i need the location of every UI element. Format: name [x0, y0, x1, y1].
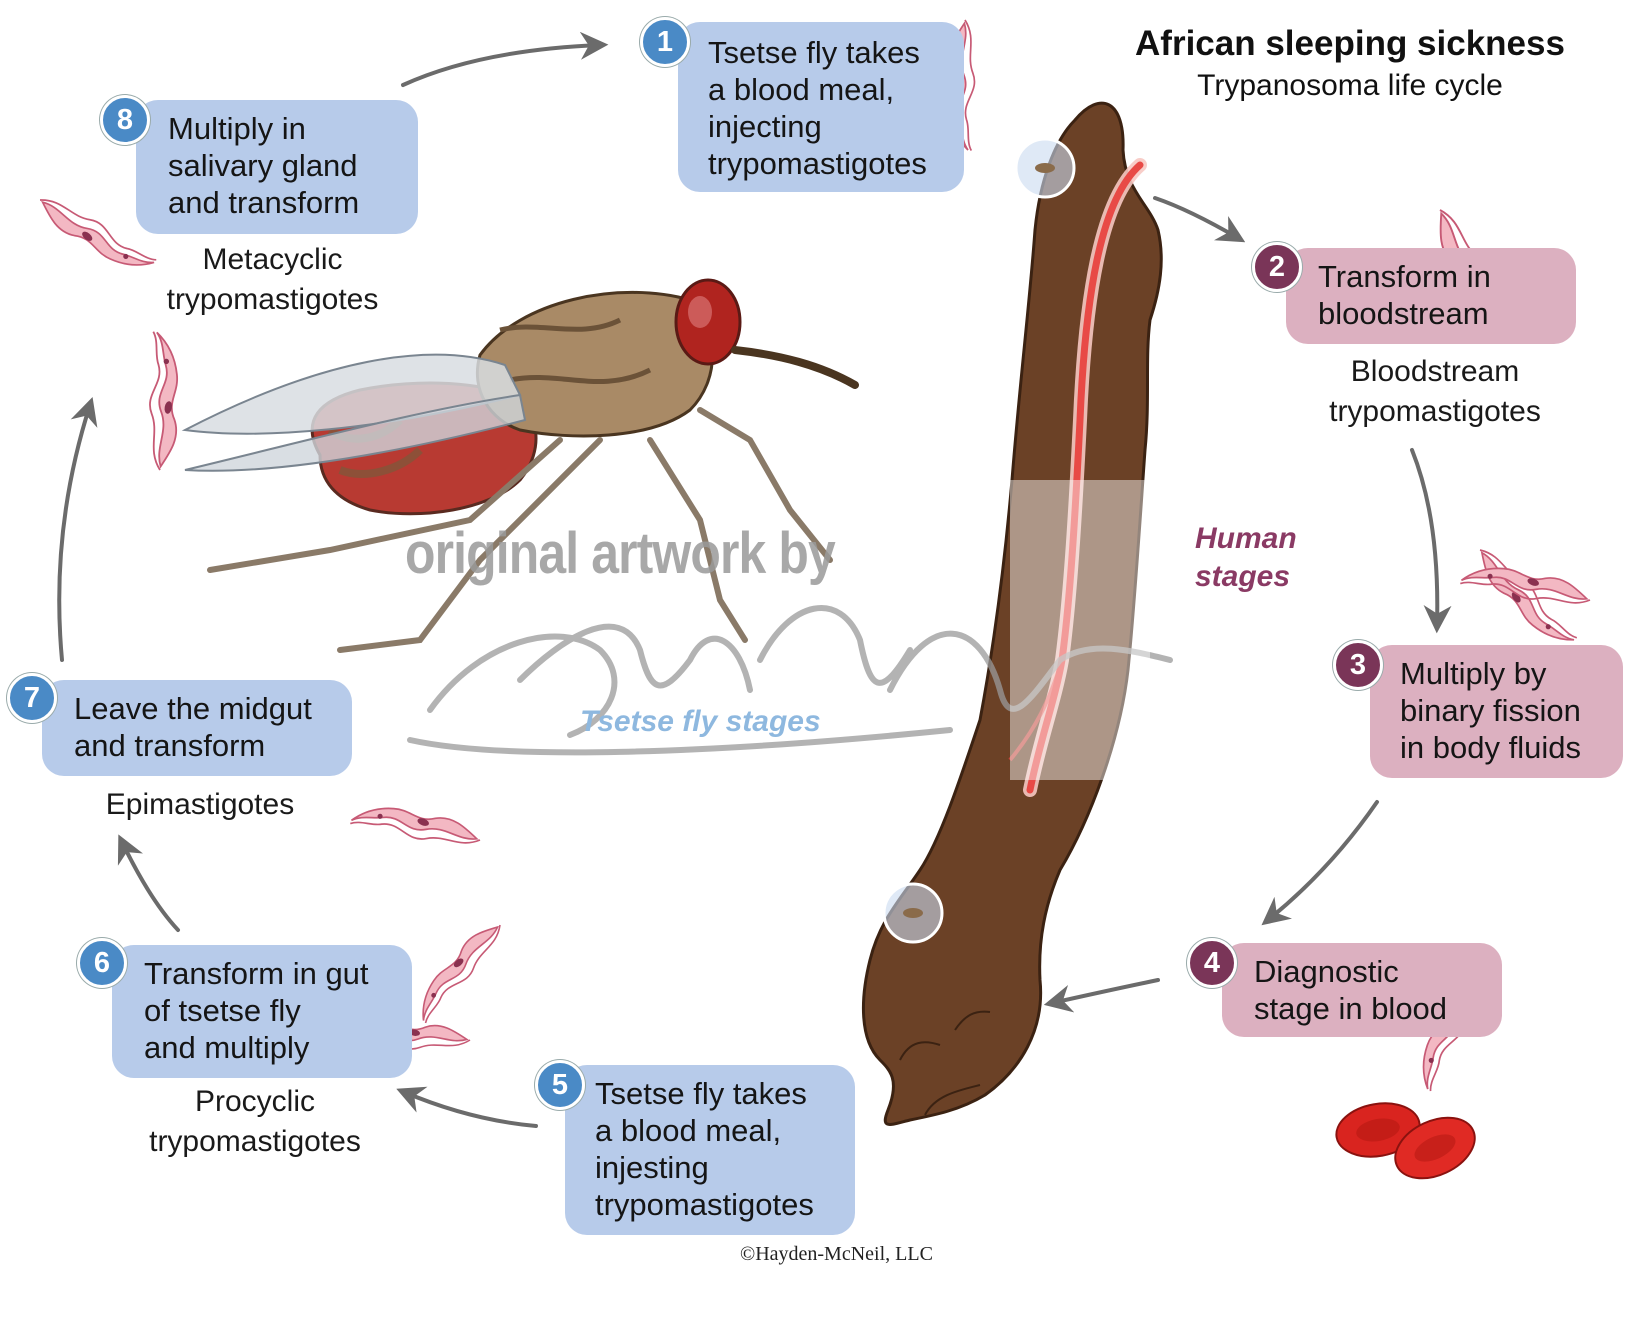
- trypanosome-icon: [401, 917, 519, 1024]
- arrow-8-to-1: [401, 31, 609, 87]
- step-4-badge: 4: [1187, 938, 1237, 988]
- step-1-text: a blood meal,: [708, 72, 895, 107]
- human-stages-line: Human: [1195, 522, 1297, 555]
- step-2-text: Transform in: [1318, 259, 1491, 294]
- caption-epimastigotes: Epimastigotes: [100, 785, 300, 825]
- step-8-text: Multiply in: [168, 111, 306, 146]
- step-7-badge: 7: [7, 673, 57, 723]
- watermark-text: original artwork by: [405, 521, 836, 586]
- step-6-text: and multiply: [144, 1030, 310, 1065]
- step-7-text: and transform: [74, 728, 266, 763]
- arrow-2-to-3: [1410, 448, 1452, 634]
- caption-line: trypomastigotes: [149, 1125, 361, 1158]
- step-4-box: Diagnostic stage in blood: [1222, 943, 1502, 1037]
- caption-line: Metacyclic: [202, 243, 343, 276]
- step-6-badge: 6: [77, 938, 127, 988]
- step-3-text: binary fission: [1400, 693, 1581, 728]
- step-3-text: Multiply by: [1400, 656, 1547, 691]
- step-5-text: a blood meal,: [595, 1113, 782, 1148]
- human-stages-label: Human stages: [1195, 520, 1297, 596]
- cycle-arrows: [57, 31, 1452, 1128]
- caption-bloodstream: Bloodstream trypomastigotes: [1320, 352, 1550, 432]
- caption-line: Procyclic: [194, 1085, 315, 1118]
- human-stages-line: stages: [1195, 560, 1291, 593]
- diagram-title: African sleeping sickness: [1135, 24, 1565, 63]
- tsetse-stages-label: Tsetse fly stages: [580, 705, 821, 738]
- trypanosome-icon: [1471, 532, 1578, 661]
- step-3-box: Multiply by binary fission in body fluid…: [1370, 645, 1623, 778]
- arrow-3-to-4: [1261, 800, 1379, 926]
- diagram-subtitle: Trypanosoma life cycle: [1197, 69, 1503, 102]
- fly-bite-marker-icon: [1014, 137, 1076, 199]
- step-6-text: Transform in gut: [144, 956, 369, 991]
- step-8-box: Multiply in salivary gland and transform: [136, 100, 418, 234]
- step-1-text: trypomastigotes: [708, 146, 927, 181]
- step-1-box: Tsetse fly takes a blood meal, injecting…: [678, 22, 964, 192]
- step-7-box: Leave the midgut and transform: [42, 680, 352, 776]
- fly-bite-marker-icon: [882, 882, 944, 944]
- caption-metacyclic: Metacyclic trypomastigotes: [160, 240, 385, 320]
- step-2-box: Transform in bloodstream: [1286, 248, 1576, 344]
- human-arm-illustration: [862, 101, 1163, 1126]
- step-5-text: Tsetse fly takes: [595, 1076, 807, 1111]
- watermark-signature: [407, 605, 1173, 756]
- arrow-7-to-8: [57, 396, 98, 662]
- step-6-box: Transform in gut of tsetse fly and multi…: [112, 945, 412, 1078]
- copyright-notice: ©Hayden-McNeil, LLC: [740, 1243, 933, 1265]
- caption-line: Bloodstream: [1350, 355, 1520, 388]
- step-3-text: in body fluids: [1400, 730, 1581, 765]
- caption-line: trypomastigotes: [166, 283, 379, 316]
- step-5-text: trypomastigotes: [595, 1187, 814, 1222]
- caption-line: Epimastigotes: [105, 788, 295, 821]
- step-6-text: of tsetse fly: [144, 993, 301, 1028]
- caption-line: trypomastigotes: [1329, 395, 1541, 428]
- arrow-6-to-7: [117, 834, 180, 932]
- caption-procyclic: Procyclic trypomastigotes: [140, 1082, 370, 1162]
- step-5-box: Tsetse fly takes a blood meal, injesting…: [565, 1065, 855, 1235]
- step-7-text: Leave the midgut: [74, 691, 312, 726]
- step-2-text: bloodstream: [1318, 296, 1489, 331]
- step-8-text: and transform: [168, 185, 360, 220]
- step-1-text: injecting: [708, 109, 822, 144]
- red-blood-cell-icons: [1335, 1102, 1476, 1180]
- trypanosome-icon: [349, 787, 484, 869]
- step-3-badge: 3: [1333, 640, 1383, 690]
- step-5-badge: 5: [535, 1060, 585, 1110]
- red-blood-cell-icon: [1394, 1116, 1476, 1180]
- arrow-5-to-6: [396, 1086, 538, 1128]
- step-2-badge: 2: [1252, 242, 1302, 292]
- step-4-text: stage in blood: [1254, 991, 1448, 1026]
- step-1-badge: 1: [640, 17, 690, 67]
- arrow-1-to-2: [1153, 196, 1246, 243]
- step-5-text: injesting: [595, 1150, 709, 1185]
- trypanosome-icon: [128, 330, 194, 473]
- step-4-text: Diagnostic: [1254, 954, 1399, 989]
- arrow-4-to-arm: [1043, 978, 1160, 1013]
- step-1-text: Tsetse fly takes: [708, 35, 920, 70]
- step-8-badge: 8: [100, 95, 150, 145]
- watermark-haze: [1010, 480, 1150, 780]
- tsetse-fly-illustration: [181, 278, 859, 653]
- step-8-text: salivary gland: [168, 148, 358, 183]
